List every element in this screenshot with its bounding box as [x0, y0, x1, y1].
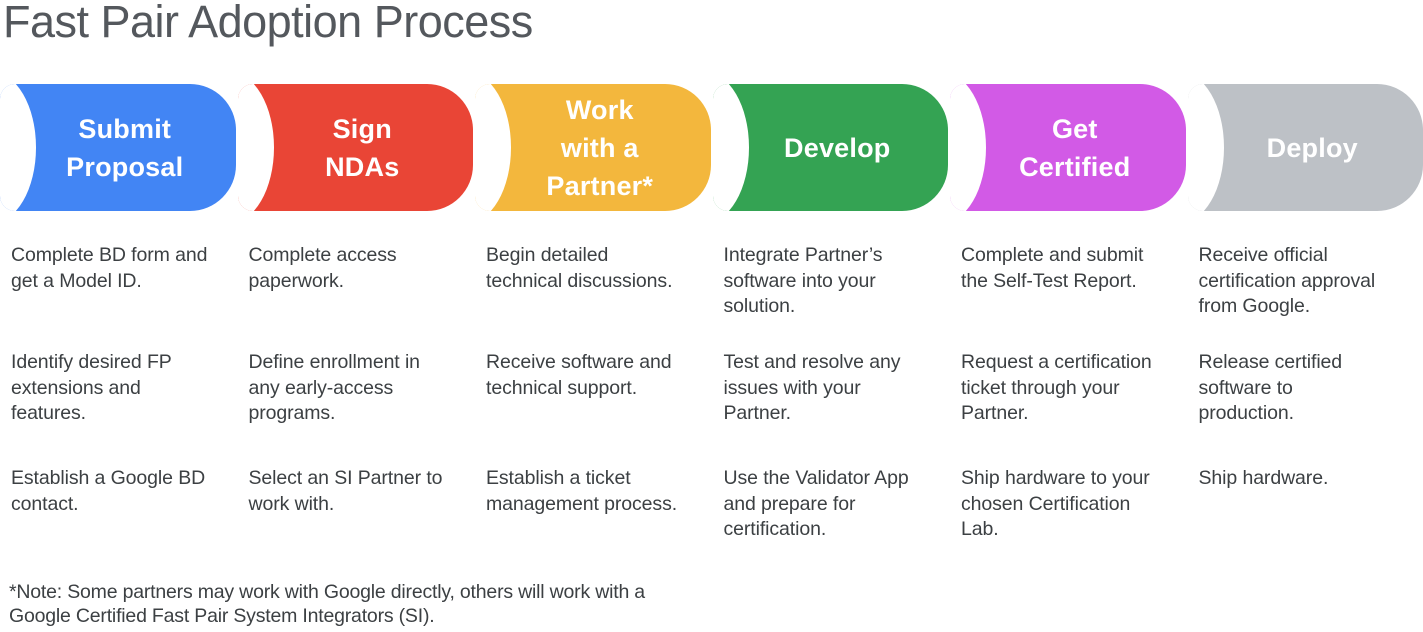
step-label-submit-proposal: Submit Proposal [66, 113, 184, 182]
step-description-develop-1: Integrate Partner’s software into your s… [723, 244, 883, 317]
step-description-sign-ndas-3: Select an SI Partner to work with. [248, 467, 443, 515]
step-description-submit-proposal-1: Complete BD form and get a Model ID. [11, 244, 208, 292]
step-pill-get-certified: Get Certified [950, 84, 1186, 211]
footnote: *Note: Some partners may work with Googl… [9, 581, 645, 627]
description-row-3: Establish a Google BD contact. Select an… [0, 466, 1423, 543]
step-label-get-certified: Get Certified [1019, 113, 1131, 182]
step-pill-develop: Develop [712, 84, 948, 211]
step-description-submit-proposal-3: Establish a Google BD contact. [11, 467, 206, 515]
description-row-2: Identify desired FP extensions and featu… [0, 350, 1423, 427]
step-pill-sign-ndas: Sign NDAs [237, 84, 473, 211]
step-label-deploy: Deploy [1266, 132, 1358, 163]
process-steps-row: Submit Proposal Sign NDAs Work with a Pa… [0, 84, 1423, 211]
step-description-sign-ndas-2: Define enrollment in any early-access pr… [248, 351, 421, 424]
step-description-develop-3: Use the Validator App and prepare for ce… [723, 467, 909, 540]
step-pill-deploy: Deploy [1187, 84, 1423, 211]
step-description-sign-ndas-1: Complete access paperwork. [248, 244, 397, 292]
step-description-work-with-a-partner-2: Receive software and technical support. [486, 351, 672, 399]
step-pill-work-with-a-partner: Work with a Partner* [475, 84, 711, 211]
step-description-get-certified-1: Complete and submit the Self-Test Report… [961, 244, 1144, 292]
step-description-get-certified-2: Request a certification ticket through y… [961, 351, 1152, 424]
step-description-work-with-a-partner-1: Begin detailed technical discussions. [486, 244, 673, 292]
step-description-work-with-a-partner-3: Establish a ticket management process. [486, 467, 678, 515]
step-description-submit-proposal-2: Identify desired FP extensions and featu… [11, 351, 172, 424]
step-label-sign-ndas: Sign NDAs [325, 113, 400, 182]
page-title: Fast Pair Adoption Process [3, 0, 533, 47]
step-description-deploy-1: Receive official certification approval … [1198, 244, 1376, 317]
step-label-work-with-a-partner: Work with a Partner* [546, 94, 654, 201]
step-description-deploy-3: Ship hardware. [1198, 467, 1329, 489]
step-label-develop: Develop [784, 132, 891, 163]
step-description-develop-2: Test and resolve any issues with your Pa… [723, 351, 901, 424]
description-row-1: Complete BD form and get a Model ID. Com… [0, 243, 1423, 320]
step-description-get-certified-3: Ship hardware to your chosen Certificati… [961, 467, 1150, 540]
step-pill-submit-proposal: Submit Proposal [0, 84, 236, 211]
step-description-deploy-2: Release certified software to production… [1198, 351, 1343, 424]
